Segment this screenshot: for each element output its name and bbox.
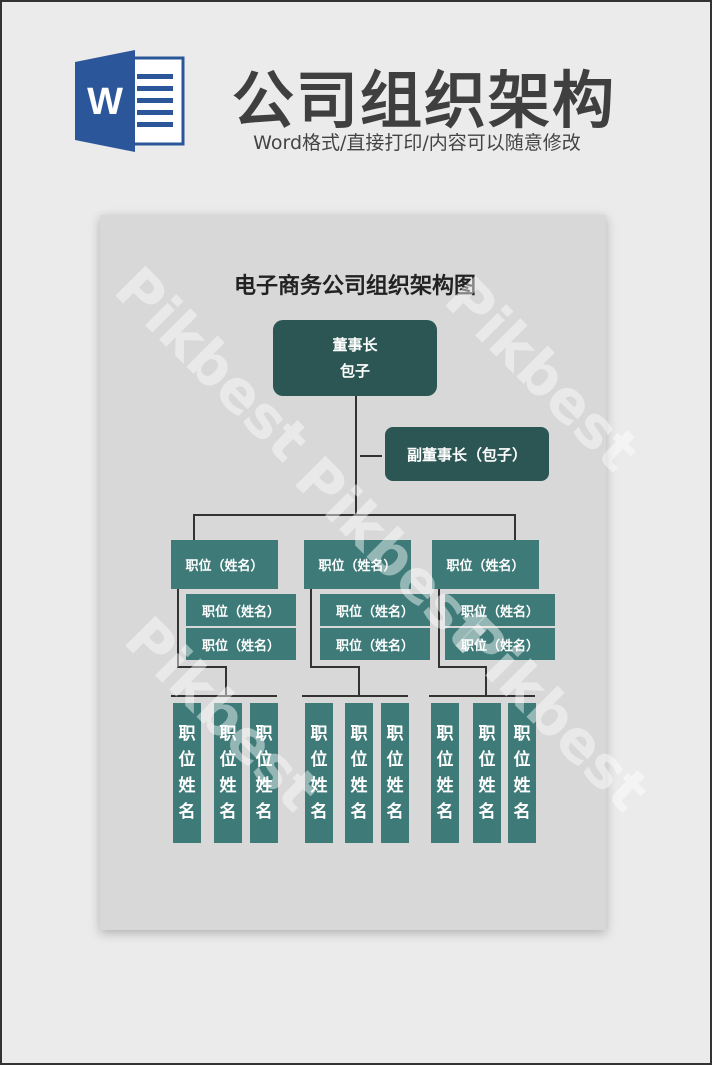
connector (193, 514, 195, 540)
leaf-char: 名 (178, 802, 196, 822)
sub-position-box: 职位（姓名） (320, 628, 430, 660)
sub-position-box: 职位（姓名） (445, 594, 555, 626)
position-box: 职位（姓名） (304, 540, 411, 589)
subtitle: Word格式/直接打印/内容可以随意修改 (253, 132, 581, 154)
leaf-position-box: 职位姓名 (508, 703, 536, 843)
leaf-char: 名 (255, 802, 273, 822)
document-title: 电子商务公司组织架构图 (233, 274, 476, 299)
leaf-position-box: 职位姓名 (381, 703, 409, 843)
sub-position-box: 职位（姓名） (186, 594, 296, 626)
connector (310, 666, 360, 668)
leaf-char: 姓 (178, 776, 196, 796)
leaf-char: 位 (478, 750, 496, 770)
leaf-char: 职 (310, 724, 328, 744)
leaf-char: 职 (255, 724, 273, 744)
leaf-position-box: 职位姓名 (431, 703, 459, 843)
leaf-char: 姓 (386, 776, 404, 796)
leaf-char: 位 (350, 750, 368, 770)
chairman-name: 包子 (339, 362, 370, 380)
connector (438, 666, 487, 668)
leaf-char: 位 (513, 750, 531, 770)
connector (171, 695, 277, 697)
leaf-char: 位 (219, 750, 237, 770)
leaf-char: 名 (350, 802, 368, 822)
connector (485, 666, 487, 696)
leaf-char: 名 (386, 802, 404, 822)
connector (355, 396, 357, 516)
connector (225, 666, 227, 696)
leaf-char: 姓 (350, 776, 368, 796)
sub-position-box: 职位（姓名） (445, 628, 555, 660)
connector (310, 589, 312, 668)
connector (177, 666, 227, 668)
connector (358, 666, 360, 696)
leaf-char: 姓 (513, 776, 531, 796)
connector (302, 695, 408, 697)
svg-text:W: W (87, 81, 123, 123)
leaf-char: 职 (386, 724, 404, 744)
leaf-position-box: 职位姓名 (214, 703, 242, 843)
leaf-char: 姓 (436, 776, 454, 796)
sub-position-box: 职位（姓名） (186, 628, 296, 660)
word-icon: W (75, 48, 185, 152)
leaf-char: 位 (178, 750, 196, 770)
leaf-position-box: 职位姓名 (345, 703, 373, 843)
leaf-char: 姓 (219, 776, 237, 796)
leaf-position-box: 职位姓名 (173, 703, 201, 843)
leaf-char: 职 (350, 724, 368, 744)
vice-chairman-box: 副董事长（包子） (385, 427, 549, 481)
leaf-char: 名 (310, 802, 328, 822)
position-box: 职位（姓名） (432, 540, 539, 589)
leaf-char: 位 (255, 750, 273, 770)
leaf-char: 名 (513, 802, 531, 822)
leaf-position-box: 职位姓名 (473, 703, 501, 843)
leaf-char: 姓 (310, 776, 328, 796)
leaf-char: 位 (386, 750, 404, 770)
connector (193, 514, 516, 516)
leaf-char: 职 (478, 724, 496, 744)
leaf-char: 名 (436, 802, 454, 822)
connector (177, 589, 179, 668)
connector (514, 514, 516, 540)
leaf-char: 名 (478, 802, 496, 822)
leaf-char: 职 (436, 724, 454, 744)
connector (360, 455, 382, 457)
leaf-char: 姓 (255, 776, 273, 796)
leaf-position-box: 职位姓名 (305, 703, 333, 843)
sub-position-box: 职位（姓名） (320, 594, 430, 626)
leaf-char: 位 (436, 750, 454, 770)
connector (438, 589, 440, 668)
connector (429, 695, 535, 697)
leaf-position-box: 职位姓名 (250, 703, 278, 843)
leaf-char: 职 (219, 724, 237, 744)
chairman-role: 董事长 (332, 336, 378, 354)
position-box: 职位（姓名） (171, 540, 278, 589)
leaf-char: 职 (513, 724, 531, 744)
leaf-char: 名 (219, 802, 237, 822)
leaf-char: 位 (310, 750, 328, 770)
main-title: 公司组织架构 (232, 64, 617, 137)
leaf-char: 职 (178, 724, 196, 744)
leaf-char: 姓 (478, 776, 496, 796)
chairman-box: 董事长 包子 (273, 320, 437, 396)
